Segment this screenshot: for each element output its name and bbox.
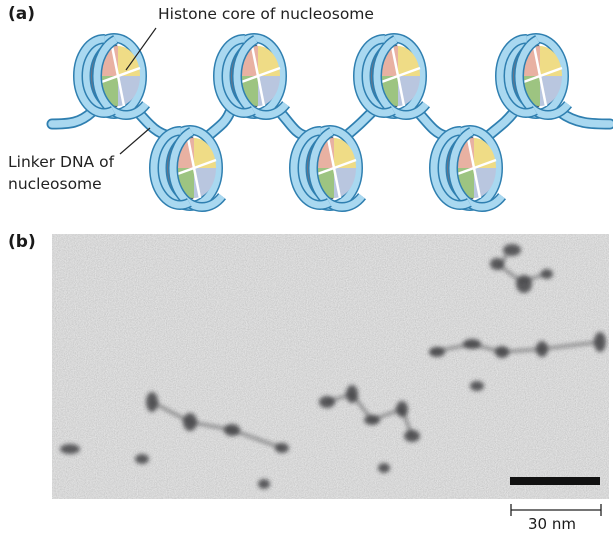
scale-bar [510, 477, 600, 485]
nucleosome-diagram [46, 27, 613, 230]
panel-a-label: (a) [8, 4, 36, 24]
scale-bar-label: 30 nm [528, 515, 576, 533]
linker-callout-line1: Linker DNA of [8, 153, 115, 171]
nucleosome-lower-2 [294, 129, 371, 207]
linker-callout-line [119, 127, 151, 155]
panel-b-label: (b) [8, 232, 36, 252]
histone-callout-text: Histone core of nucleosome [158, 5, 374, 23]
nucleosome-upper-4 [500, 37, 577, 115]
nucleosome-upper-1 [78, 37, 155, 115]
histone-callout-line [125, 27, 157, 71]
nucleosome-upper-2 [218, 37, 295, 115]
nucleosome-upper-3 [358, 37, 435, 115]
scale-measure [510, 504, 602, 516]
nucleosome-lower-3 [434, 129, 511, 207]
linker-callout-line2: nucleosome [8, 175, 102, 193]
nucleosome-lower-1 [154, 129, 231, 207]
electron-micrograph [52, 234, 609, 499]
